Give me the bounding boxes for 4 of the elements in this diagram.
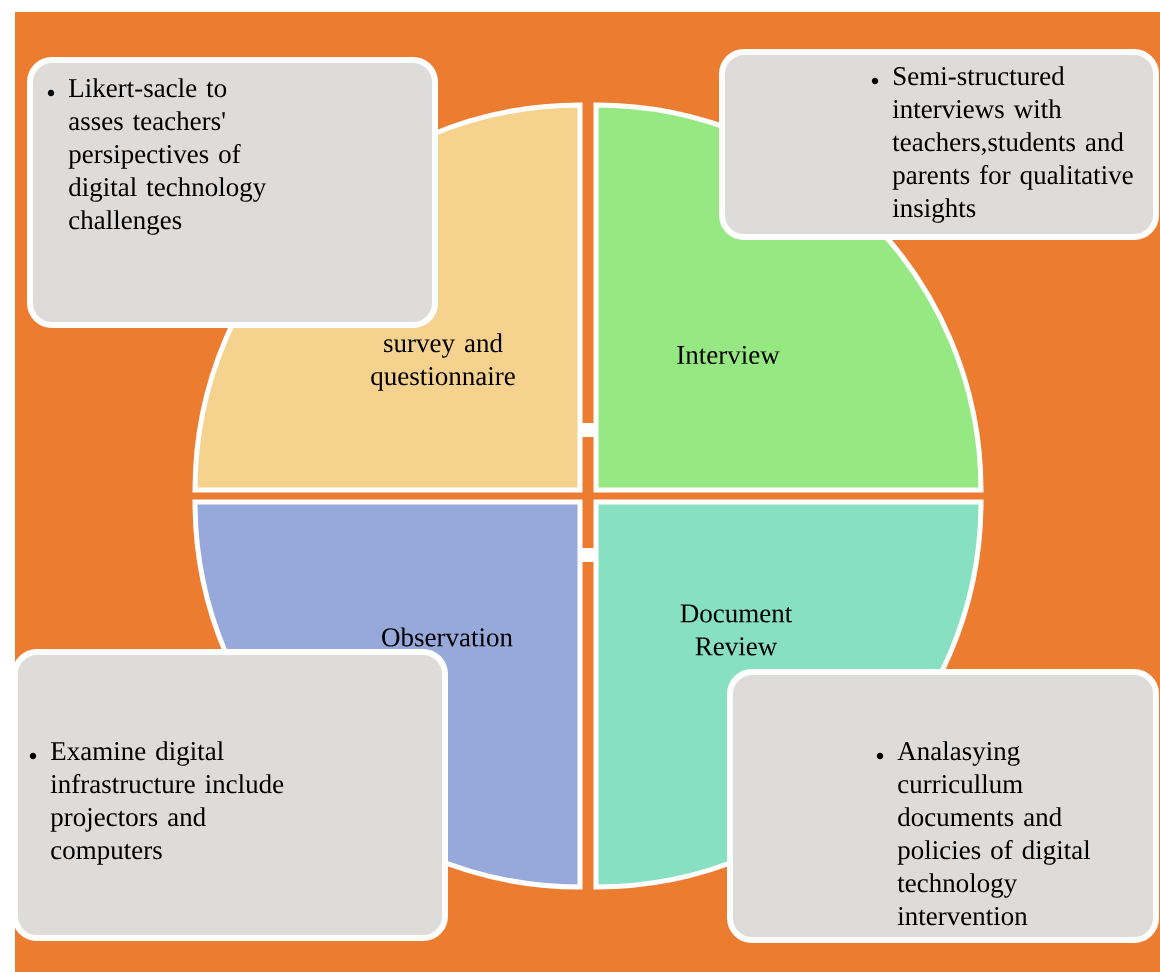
bullet-text-box: Likert-sacle to asses teachers' persipectives of digital technology challenges bbox=[27, 57, 438, 328]
bullet-text-box: Examine digital infrastructure include projectors and computers bbox=[12, 649, 448, 941]
bullet-text-box: Analasying curricullum documents and policies of digital technology intervention bbox=[727, 669, 1159, 943]
bullet-text-box: Semi-structured interviews with teachers,students and parents for qualitative insights bbox=[719, 49, 1159, 240]
